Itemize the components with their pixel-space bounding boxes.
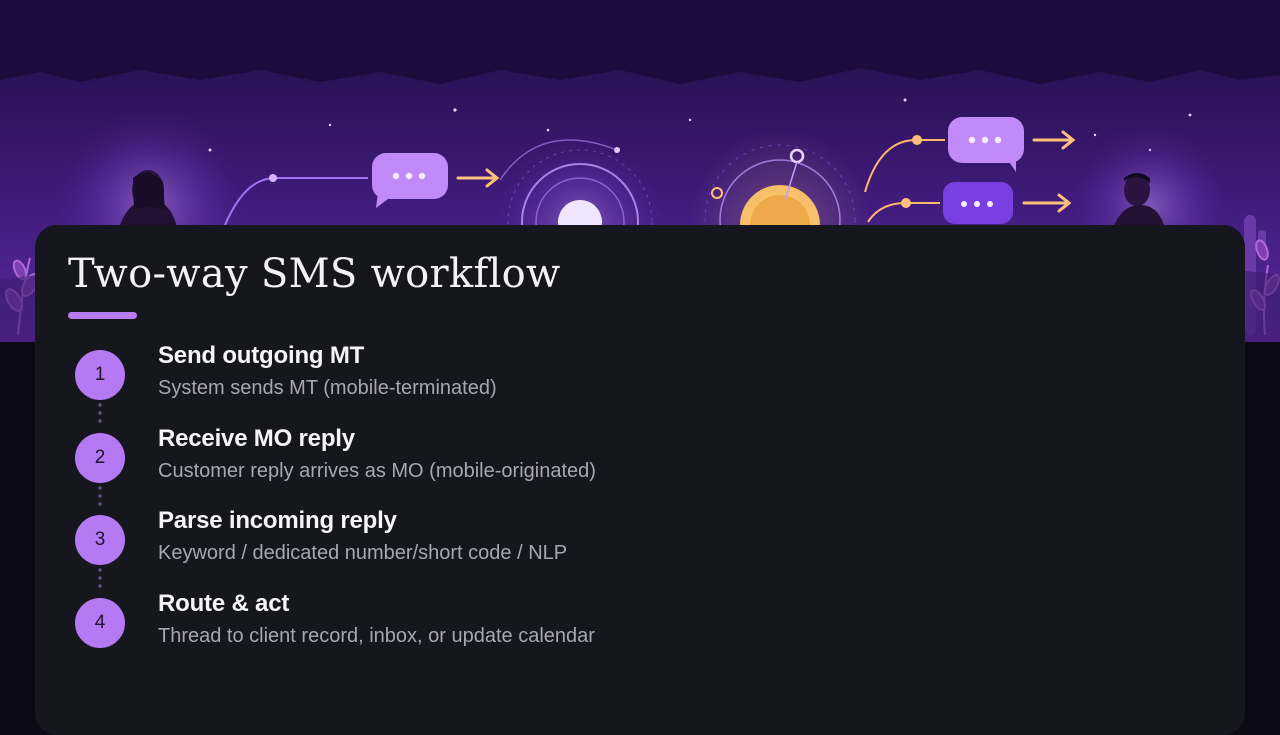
step-title: Parse incoming reply xyxy=(158,507,397,534)
step-connector xyxy=(98,484,102,506)
person-left-icon xyxy=(118,170,178,232)
step-description: System sends MT (mobile-terminated) xyxy=(158,377,497,399)
step-title: Route & act xyxy=(158,590,290,617)
page-title: Two-way SMS workflow xyxy=(68,251,561,297)
step-number-badge: 3 xyxy=(75,515,125,565)
step-number-badge: 2 xyxy=(75,433,125,483)
workflow-step: 2 Receive MO reply Customer reply arrive… xyxy=(75,425,1175,493)
chat-bubble-icon xyxy=(943,182,1013,224)
arrow-right-icon xyxy=(456,168,500,188)
chat-bubble-icon xyxy=(372,153,448,208)
step-connector xyxy=(98,401,102,423)
arrow-right-icon xyxy=(1022,130,1076,213)
workflow-step: 1 Send outgoing MT System sends MT (mobi… xyxy=(75,342,1175,410)
chat-bubble-icon xyxy=(948,117,1024,172)
step-description: Customer reply arrives as MO (mobile-ori… xyxy=(158,460,596,482)
title-underline xyxy=(68,312,137,319)
step-number-badge: 1 xyxy=(75,350,125,400)
step-title: Receive MO reply xyxy=(158,425,355,452)
step-description: Thread to client record, inbox, or updat… xyxy=(158,625,595,647)
step-description: Keyword / dedicated number/short code / … xyxy=(158,542,568,564)
workflow-step: 3 Parse incoming reply Keyword / dedicat… xyxy=(75,507,1175,575)
workflow-card: Two-way SMS workflow 1 Send outgoing MT … xyxy=(35,225,1245,735)
step-connector xyxy=(98,566,102,588)
step-title: Send outgoing MT xyxy=(158,342,365,369)
workflow-step: 4 Route & act Thread to client record, i… xyxy=(75,590,1175,658)
step-number-badge: 4 xyxy=(75,598,125,648)
